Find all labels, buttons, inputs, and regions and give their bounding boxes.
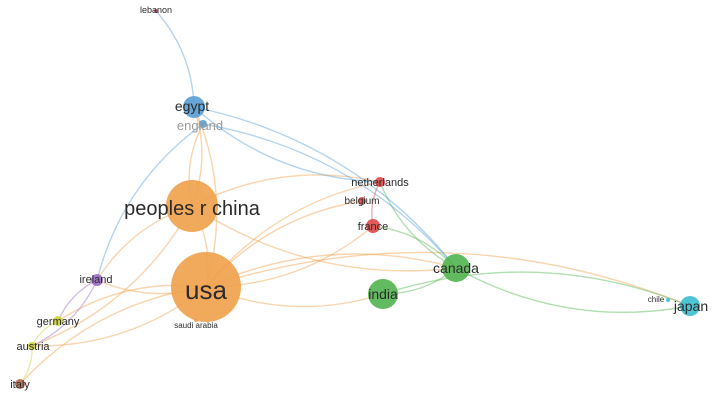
node-egypt[interactable] [183, 96, 205, 118]
node-ireland[interactable] [91, 274, 103, 286]
link-egypt-netherlands [193, 106, 381, 183]
node-label-belgium: belgium [344, 196, 379, 207]
node-lebanon[interactable] [154, 9, 158, 13]
node-label-ireland: ireland [79, 274, 112, 286]
link-canada-japan [455, 267, 691, 313]
node-label-egypt: egypt [175, 98, 209, 114]
node-label-lebanon: lebanon [140, 5, 172, 15]
node-england[interactable] [199, 120, 207, 128]
node-usa[interactable] [171, 252, 241, 322]
link-egypt-canada [193, 106, 457, 269]
link-china-canada [191, 205, 457, 272]
node-label-canada: canada [433, 260, 479, 276]
node-label-japan: japan [673, 298, 708, 314]
node-belgium[interactable] [358, 197, 366, 205]
node-label-india: india [368, 286, 398, 302]
label-layer: usa peoples r china saudi arabia egypt engla… [10, 5, 708, 391]
link-india-japan [382, 271, 691, 307]
node-label-saudi: saudi arabia [174, 321, 218, 330]
node-india[interactable] [368, 279, 398, 309]
node-label-germany: germany [37, 316, 80, 328]
node-netherlands[interactable] [375, 177, 385, 187]
node-label-chile: chile [648, 295, 665, 304]
node-saudi[interactable] [194, 318, 198, 322]
node-label-china: peoples r china [124, 198, 261, 220]
node-label-france: france [358, 221, 389, 233]
link-ireland-germany [57, 279, 98, 322]
link-egypt-lebanon [155, 10, 195, 108]
link-china-austria [31, 205, 193, 347]
node-france[interactable] [366, 219, 380, 233]
node-germany[interactable] [53, 316, 63, 326]
node-italy[interactable] [15, 379, 25, 389]
node-label-italy: italy [10, 379, 30, 391]
node-label-england: england [177, 118, 223, 133]
node-china[interactable] [166, 180, 218, 232]
link-england-canada [202, 123, 457, 269]
link-ireland-austria [31, 279, 98, 347]
node-label-netherlands: netherlands [351, 177, 409, 189]
node-label-usa: usa [185, 275, 227, 305]
node-chile[interactable] [666, 298, 670, 302]
node-canada[interactable] [442, 254, 470, 282]
node-layer [15, 9, 700, 389]
link-usa-japan [205, 251, 691, 307]
node-label-austria: austria [16, 341, 50, 353]
node-japan[interactable] [680, 296, 700, 316]
link-england-ireland [96, 123, 204, 281]
node-austria[interactable] [28, 342, 36, 350]
